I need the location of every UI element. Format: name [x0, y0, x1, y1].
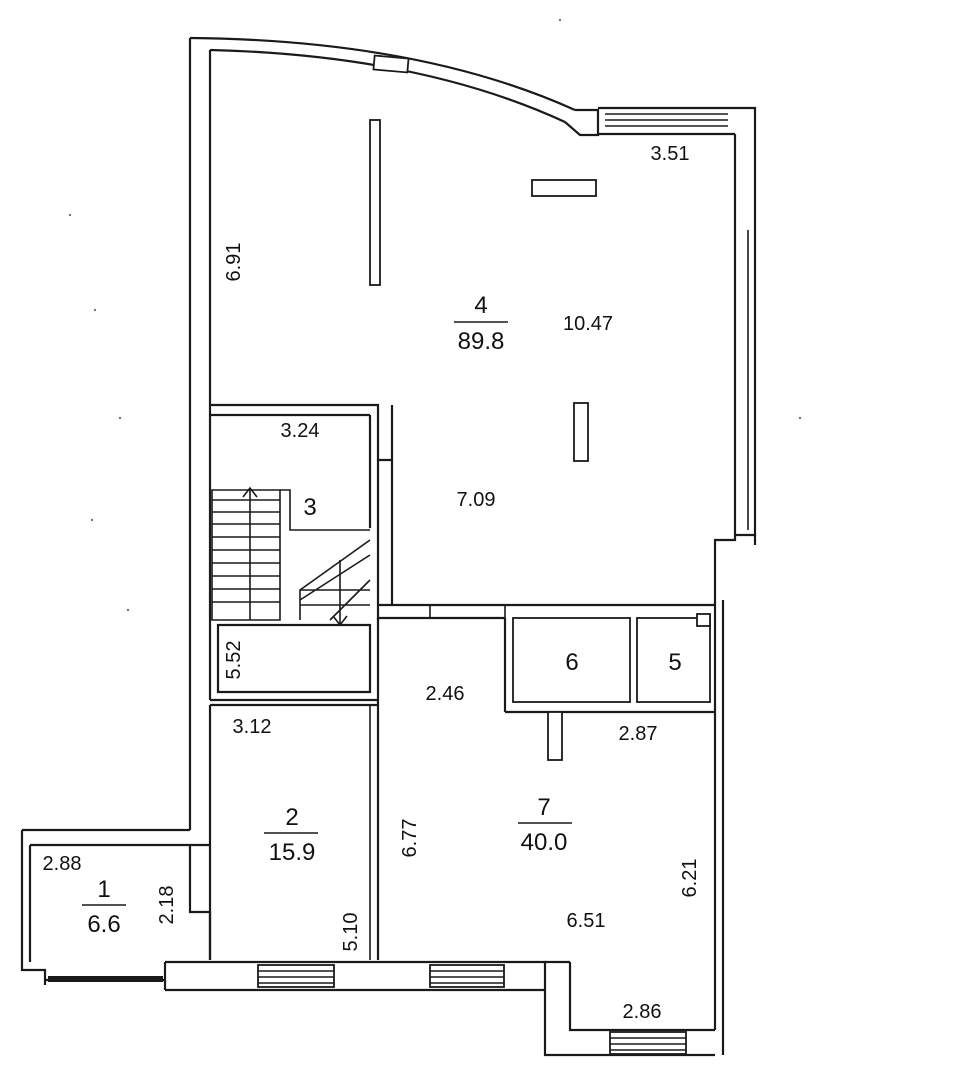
dim-r3-top: 3.24: [281, 420, 320, 442]
dim-r7-top-right: 2.87: [619, 723, 658, 745]
room-6-number: 6: [565, 649, 578, 676]
dim-r1-top: 2.88: [43, 853, 82, 875]
room-4-number: 4: [474, 292, 487, 319]
room-1-area: 6.6: [87, 911, 120, 938]
dim-r7-mid: 6.51: [567, 910, 606, 932]
dim-r4-right: 10.47: [563, 313, 613, 335]
room-1-walls: [20, 828, 212, 985]
bottom-wall: [163, 960, 715, 1057]
room-4-walls: [188, 36, 757, 605]
room-7-number: 7: [537, 794, 550, 821]
dim-r7-left: 6.77: [399, 819, 421, 858]
room-2-number: 2: [285, 804, 298, 831]
dim-r2-top: 3.12: [233, 716, 272, 738]
staircase: [211, 486, 371, 627]
room-3-walls: [188, 403, 715, 830]
dim-r2-right: 5.10: [340, 913, 362, 952]
room-3-number: 3: [303, 494, 316, 521]
dim-r3-left: 5.52: [223, 641, 245, 680]
room-4-fixtures: [369, 119, 597, 462]
room-2-area: 15.9: [269, 839, 316, 866]
room-7-area: 40.0: [521, 829, 568, 856]
dim-r4-top: 3.51: [651, 143, 690, 165]
dim-r7-bottom: 2.86: [623, 1001, 662, 1023]
dim-r4-left: 6.91: [223, 243, 245, 282]
dim-r1-right: 2.18: [156, 886, 178, 925]
dimension-labels: 3.51 6.91 10.47 7.09 3.24 5.52 3.12 5.10…: [43, 143, 701, 1023]
room-5-number: 5: [668, 649, 681, 676]
dim-r7-top-left: 2.46: [426, 683, 465, 705]
room-7-walls: [503, 600, 725, 1055]
dim-r4-bottom: 7.09: [457, 489, 496, 511]
dim-r7-right: 6.21: [679, 859, 701, 898]
room-1-number: 1: [97, 876, 110, 903]
scan-specks: [68, 18, 802, 612]
room-labels: 4 89.8 3 6 5 2 15.9 7 40.0 1 6.6: [82, 292, 682, 938]
room-4-area: 89.8: [458, 328, 505, 355]
